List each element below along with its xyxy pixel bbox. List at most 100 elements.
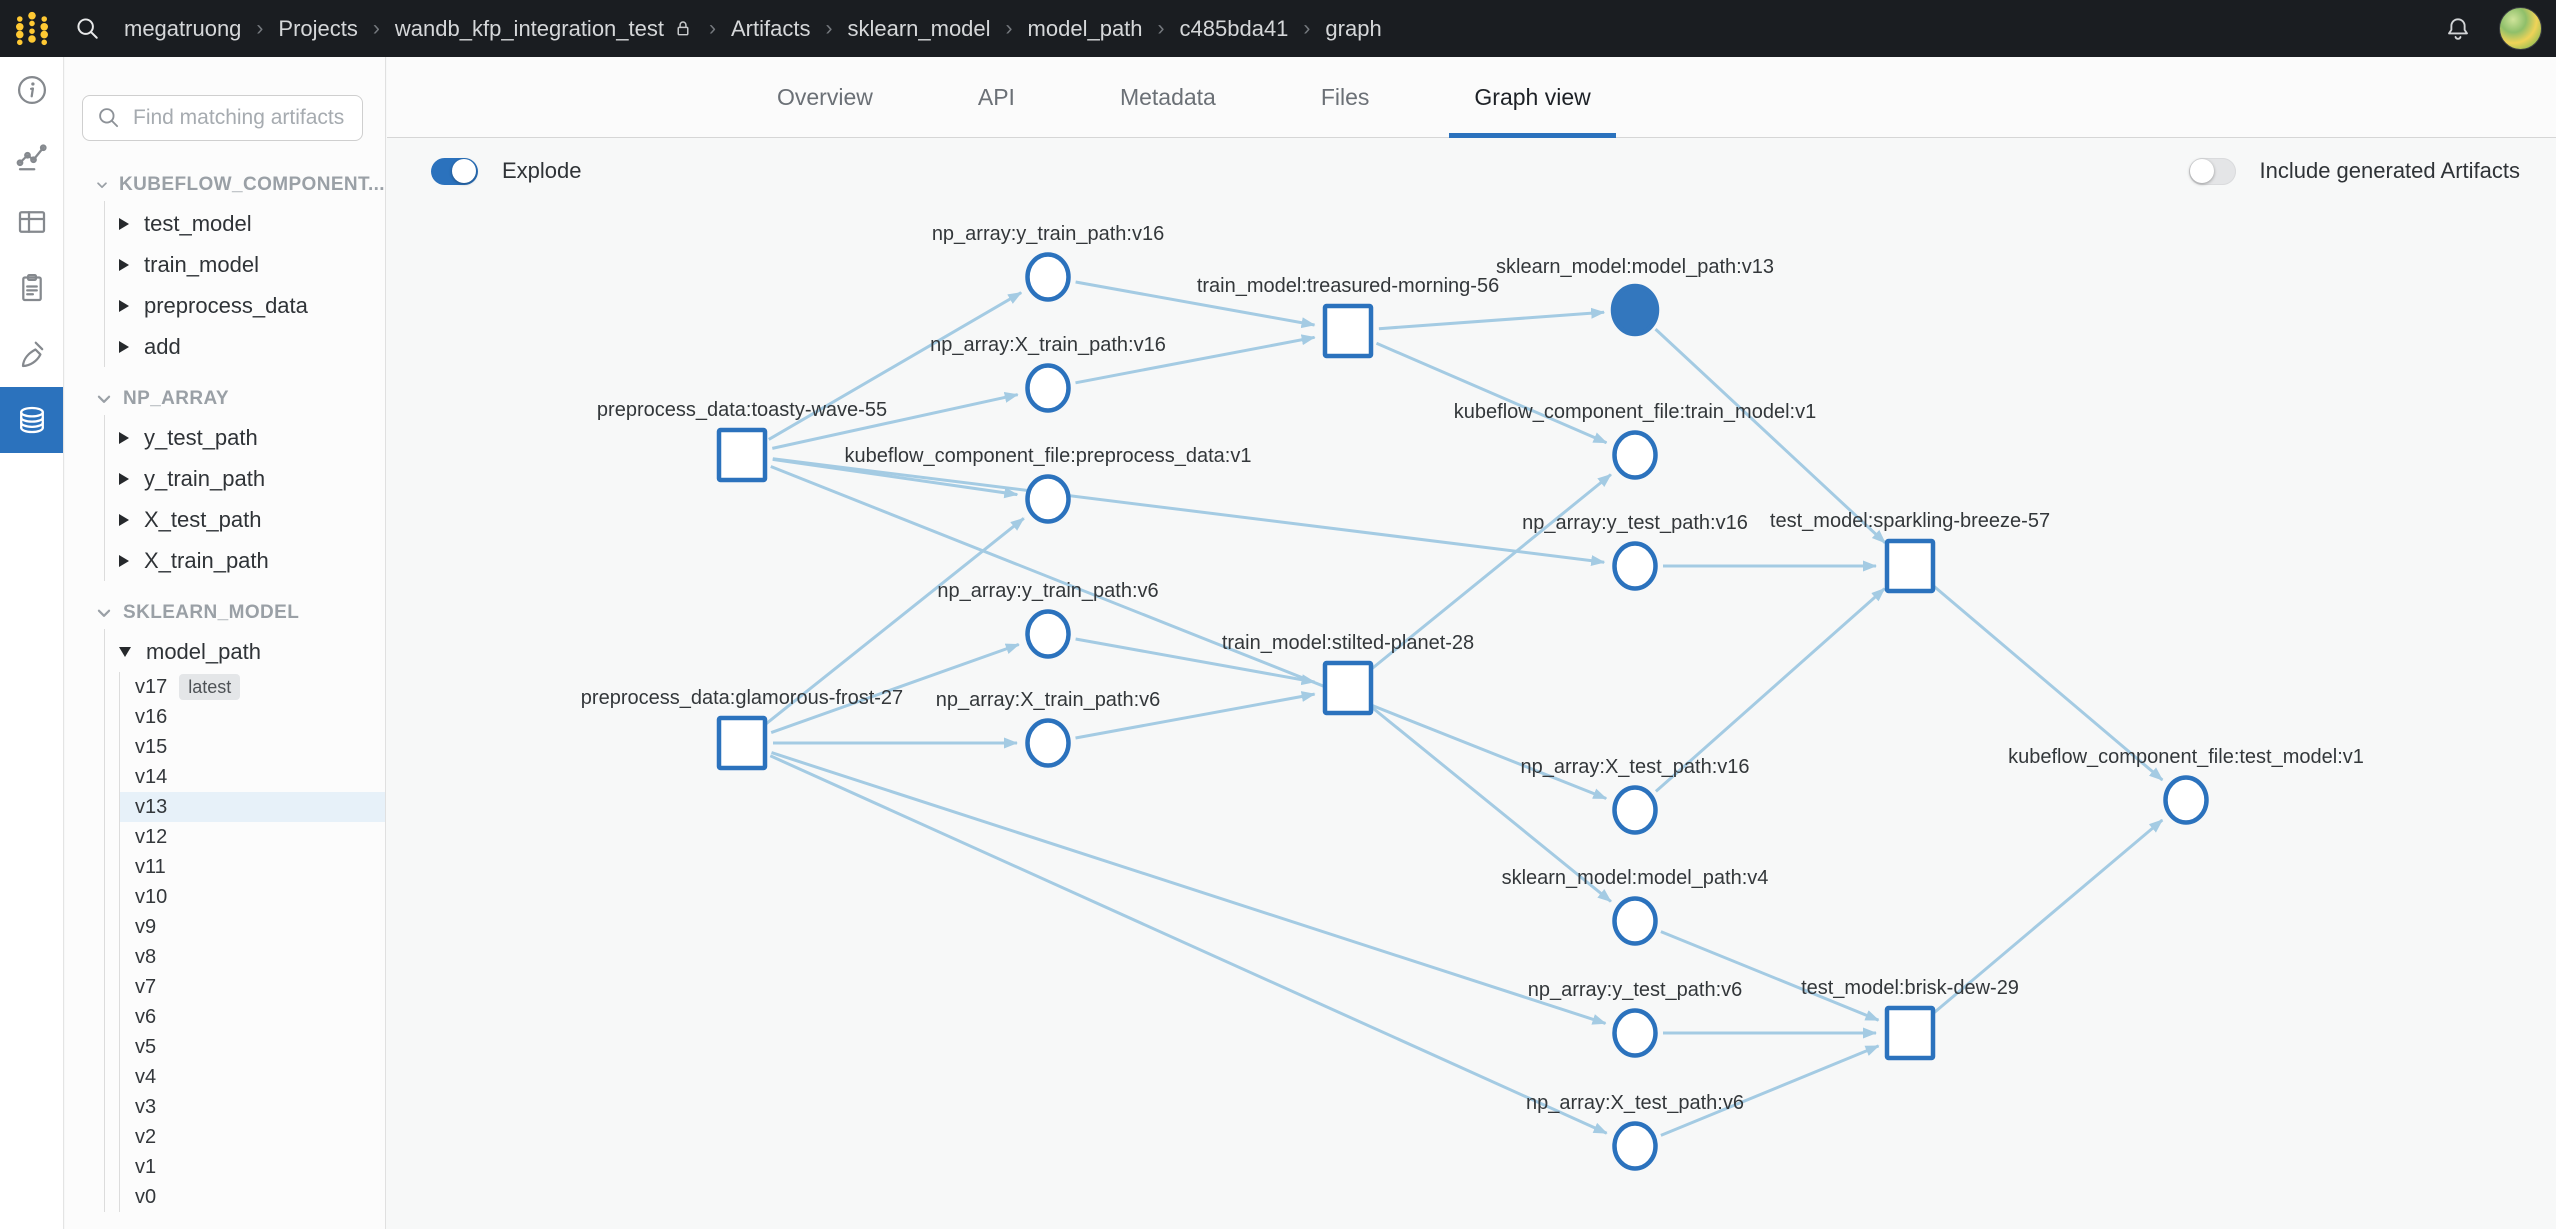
- breadcrumb-item-label: Projects: [278, 15, 358, 41]
- version-label: v7: [135, 975, 157, 998]
- tab-api[interactable]: API: [977, 83, 1015, 110]
- version-item-v1[interactable]: v1: [120, 1152, 385, 1182]
- tab-files[interactable]: Files: [1320, 83, 1370, 110]
- version-item-v10[interactable]: v10: [120, 882, 385, 912]
- version-item-v6[interactable]: v6: [120, 1002, 385, 1032]
- triangle-right-icon: [119, 217, 129, 230]
- graph-node-sparkling[interactable]: [1884, 538, 1936, 594]
- version-label: v1: [135, 1155, 157, 1178]
- rail-item-reports[interactable]: [0, 255, 63, 321]
- artifact-search[interactable]: [82, 95, 363, 141]
- breadcrumb-item[interactable]: model_path: [1028, 16, 1143, 42]
- graph-node-y_test_v16[interactable]: [1612, 541, 1658, 591]
- breadcrumb-item[interactable]: Artifacts: [731, 16, 810, 42]
- graph-node-label: kubeflow_component_file:train_model:v1: [1454, 401, 1816, 423]
- graph-edge-X_train_v16-treasured: [1075, 334, 1316, 385]
- breadcrumb-item[interactable]: megatruong: [124, 16, 241, 42]
- rail-item-sweeps[interactable]: [0, 321, 63, 387]
- explode-toggle[interactable]: [431, 157, 478, 185]
- user-avatar[interactable]: [2499, 7, 2542, 50]
- version-item-v9[interactable]: v9: [120, 912, 385, 942]
- tree-item-label: y_test_path: [144, 424, 258, 450]
- tab-metadata[interactable]: Metadata: [1119, 83, 1216, 110]
- tree-item-test_model[interactable]: test_model: [105, 203, 385, 244]
- navbar-right: [2443, 7, 2556, 50]
- artifact-search-input[interactable]: [133, 106, 349, 130]
- graph-node-stilted[interactable]: [1322, 660, 1374, 716]
- version-item-v16[interactable]: v16: [120, 702, 385, 732]
- explode-toggle-group: Explode: [431, 157, 582, 185]
- graph-node-y_train_v6[interactable]: [1025, 609, 1071, 659]
- graph-node-X_train_v16[interactable]: [1025, 363, 1071, 413]
- rail-item-overview[interactable]: [0, 57, 63, 123]
- graph-node-comp_train_v1[interactable]: [1612, 430, 1658, 480]
- graph-node-model_v4[interactable]: [1612, 896, 1658, 946]
- tree-item-X_test_path[interactable]: X_test_path: [105, 499, 385, 540]
- rail-item-tables[interactable]: [0, 189, 63, 255]
- breadcrumb-item[interactable]: sklearn_model: [847, 16, 990, 42]
- breadcrumb-item[interactable]: Projects: [278, 16, 357, 42]
- triangle-right-icon: [119, 554, 129, 567]
- notifications-bell-icon[interactable]: [2443, 14, 2473, 44]
- version-item-v5[interactable]: v5: [120, 1032, 385, 1062]
- graph-node-toasty[interactable]: [716, 427, 768, 483]
- graph-node-shape: [1025, 363, 1071, 413]
- graph-node-y_train_v16[interactable]: [1025, 252, 1071, 302]
- tab-graph-view[interactable]: Graph view: [1449, 57, 1617, 138]
- graph-node-label: kubeflow_component_file:preprocess_data:…: [845, 445, 1252, 467]
- graph-node-X_train_v6[interactable]: [1025, 718, 1071, 768]
- graph-node-model_v13[interactable]: [1610, 283, 1660, 337]
- version-item-v14[interactable]: v14: [120, 762, 385, 792]
- version-item-v2[interactable]: v2: [120, 1122, 385, 1152]
- line-chart-icon: [16, 144, 47, 171]
- rail-item-charts[interactable]: [0, 123, 63, 189]
- graph-node-label: np_array:y_train_path:v16: [932, 223, 1164, 245]
- tree-item-model_path[interactable]: model_path: [105, 631, 385, 672]
- tree-section-header[interactable]: NP_ARRAY: [65, 383, 385, 415]
- version-item-v3[interactable]: v3: [120, 1092, 385, 1122]
- wandb-logo[interactable]: [0, 9, 64, 49]
- tab-overview[interactable]: Overview: [777, 83, 873, 110]
- tree-item-X_train_path[interactable]: X_train_path: [105, 540, 385, 581]
- graph-node-shape-selected: [1610, 283, 1660, 337]
- breadcrumb-item[interactable]: c485bda41: [1180, 16, 1289, 42]
- database-icon: [19, 406, 44, 434]
- breadcrumb-item[interactable]: wandb_kfp_integration_test: [395, 16, 694, 42]
- version-item-v15[interactable]: v15: [120, 732, 385, 762]
- tree-item-y_test_path[interactable]: y_test_path: [105, 417, 385, 458]
- include-generated-toggle[interactable]: [2188, 157, 2236, 185]
- tree-item-label: add: [144, 333, 181, 359]
- tree-item-preprocess_data[interactable]: preprocess_data: [105, 285, 385, 326]
- version-item-v11[interactable]: v11: [120, 852, 385, 882]
- tree-section-header[interactable]: KUBEFLOW_COMPONENT...: [65, 169, 385, 201]
- version-item-v8[interactable]: v8: [120, 942, 385, 972]
- tree-item-label: X_train_path: [144, 547, 269, 573]
- graph-node-comp_pre_v1[interactable]: [1025, 474, 1071, 524]
- graph-node-X_test_v6[interactable]: [1612, 1121, 1658, 1171]
- version-item-v13[interactable]: v13: [120, 792, 385, 822]
- graph-node-y_test_v6[interactable]: [1612, 1008, 1658, 1058]
- navbar-search-icon[interactable]: [74, 15, 102, 43]
- version-item-v4[interactable]: v4: [120, 1062, 385, 1092]
- tree-item-train_model[interactable]: train_model: [105, 244, 385, 285]
- graph-node-shape: [1612, 896, 1658, 946]
- version-item-v7[interactable]: v7: [120, 972, 385, 1002]
- breadcrumb-item[interactable]: graph: [1325, 16, 1381, 42]
- graph-node-X_test_v16[interactable]: [1612, 785, 1658, 835]
- tree-section-header[interactable]: SKLEARN_MODEL: [65, 597, 385, 629]
- tree-item-y_train_path[interactable]: y_train_path: [105, 458, 385, 499]
- tree-item-add[interactable]: add: [105, 326, 385, 367]
- graph-node-comp_test_v1[interactable]: [2163, 775, 2209, 825]
- version-item-v12[interactable]: v12: [120, 822, 385, 852]
- graph-node-brisk[interactable]: [1884, 1005, 1936, 1061]
- breadcrumb-separator: ›: [1005, 16, 1013, 40]
- graph-node-glamorous[interactable]: [716, 715, 768, 771]
- graph-node-treasured[interactable]: [1322, 303, 1374, 359]
- tree-item-label: preprocess_data: [144, 292, 308, 318]
- version-item-v0[interactable]: v0: [120, 1182, 385, 1212]
- breadcrumb-item-label: graph: [1325, 15, 1382, 41]
- rail-item-artifacts[interactable]: [0, 387, 63, 453]
